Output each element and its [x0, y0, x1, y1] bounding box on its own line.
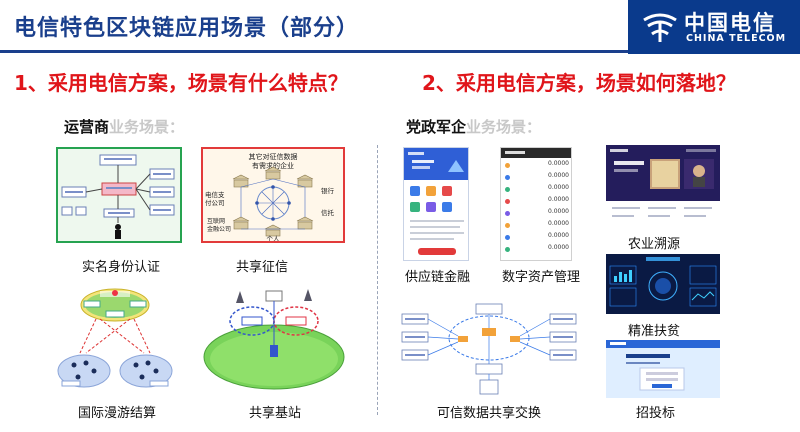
logo-text-en: CHINA TELECOM [686, 33, 787, 44]
section-label-strong: 运营商 [64, 118, 110, 136]
list-item: 0.0000 [501, 160, 571, 172]
question-two: 2、采用电信方案，场景如何落地？ [422, 71, 736, 95]
asset-value: 0.0000 [548, 184, 569, 191]
caption-identity: 实名身份认证 [82, 260, 161, 275]
asset-value: 0.0000 [548, 160, 569, 167]
asset-value: 0.0000 [548, 208, 569, 215]
station-diagram [200, 283, 348, 395]
svg-text:信托: 信托 [321, 208, 335, 217]
agri-trace-screen [606, 145, 720, 229]
asset-value: 0.0000 [548, 220, 569, 227]
bidding-screen [606, 340, 720, 398]
header-divider [0, 50, 628, 53]
list-item: 0.0000 [501, 172, 571, 184]
caption-exchange: 可信数据共享交换 [437, 406, 542, 421]
svg-text:其它对征信数据: 其它对征信数据 [249, 152, 298, 161]
list-item: 0.0000 [501, 244, 571, 256]
caption-bidding: 招投标 [636, 406, 676, 421]
svg-text:金融公司: 金融公司 [207, 225, 231, 233]
svg-text:银行: 银行 [321, 186, 335, 195]
digital-asset-screen: 0.0000 0.0000 0.0000 0.0000 0.0000 0.000… [500, 147, 572, 261]
caption-agri: 农业溯源 [628, 237, 681, 252]
question-one: 1、采用电信方案，场景有什么特点？ [14, 71, 348, 95]
caption-supply: 供应链金融 [405, 270, 471, 285]
list-item: 0.0000 [501, 196, 571, 208]
section-label-light: 业务场景： [109, 118, 185, 136]
svg-text:有需求的企业: 有需求的企业 [252, 161, 294, 170]
caption-asset: 数字资产管理 [502, 270, 581, 285]
section-label-operator: 运营商业务场景： [64, 116, 184, 137]
svg-text:个人: 个人 [267, 235, 281, 241]
roaming-diagram [56, 283, 174, 395]
supply-chain-screen [403, 147, 469, 261]
caption-poverty: 精准扶贫 [628, 324, 681, 339]
caption-credit: 共享征信 [236, 260, 289, 275]
asset-value: 0.0000 [548, 196, 569, 203]
caption-station: 共享基站 [249, 406, 302, 421]
telecom-emblem-icon [643, 13, 677, 42]
caption-roaming: 国际漫游结算 [78, 406, 157, 421]
list-item: 0.0000 [501, 220, 571, 232]
list-item: 0.0000 [501, 184, 571, 196]
asset-value: 0.0000 [548, 244, 569, 251]
poverty-dashboard-screen [606, 254, 720, 314]
asset-list: 0.0000 0.0000 0.0000 0.0000 0.0000 0.000… [501, 160, 571, 256]
asset-value: 0.0000 [548, 172, 569, 179]
section-label-strong: 党政军企 [406, 118, 467, 136]
china-telecom-logo: 中国电信 CHINA TELECOM [628, 0, 800, 54]
list-item: 0.0000 [501, 208, 571, 220]
svg-text:电信支: 电信支 [205, 190, 225, 199]
list-item: 0.0000 [501, 232, 571, 244]
credit-diagram: 其它对征信数据 有需求的企业 电信支 付公司 银行 信托 互联网 金融公司 个人 [201, 147, 345, 243]
data-exchange-diagram [400, 302, 578, 396]
asset-value: 0.0000 [548, 232, 569, 239]
svg-text:付公司: 付公司 [205, 198, 225, 207]
section-divider [377, 145, 378, 415]
svg-text:互联网: 互联网 [207, 217, 225, 225]
section-label-government: 党政军企业务场景： [406, 116, 541, 137]
section-label-light: 业务场景： [466, 118, 542, 136]
page-title: 电信特色区块链应用场景（部分） [14, 16, 360, 41]
logo-text-cn: 中国电信 [684, 11, 776, 35]
identity-diagram [56, 147, 182, 243]
